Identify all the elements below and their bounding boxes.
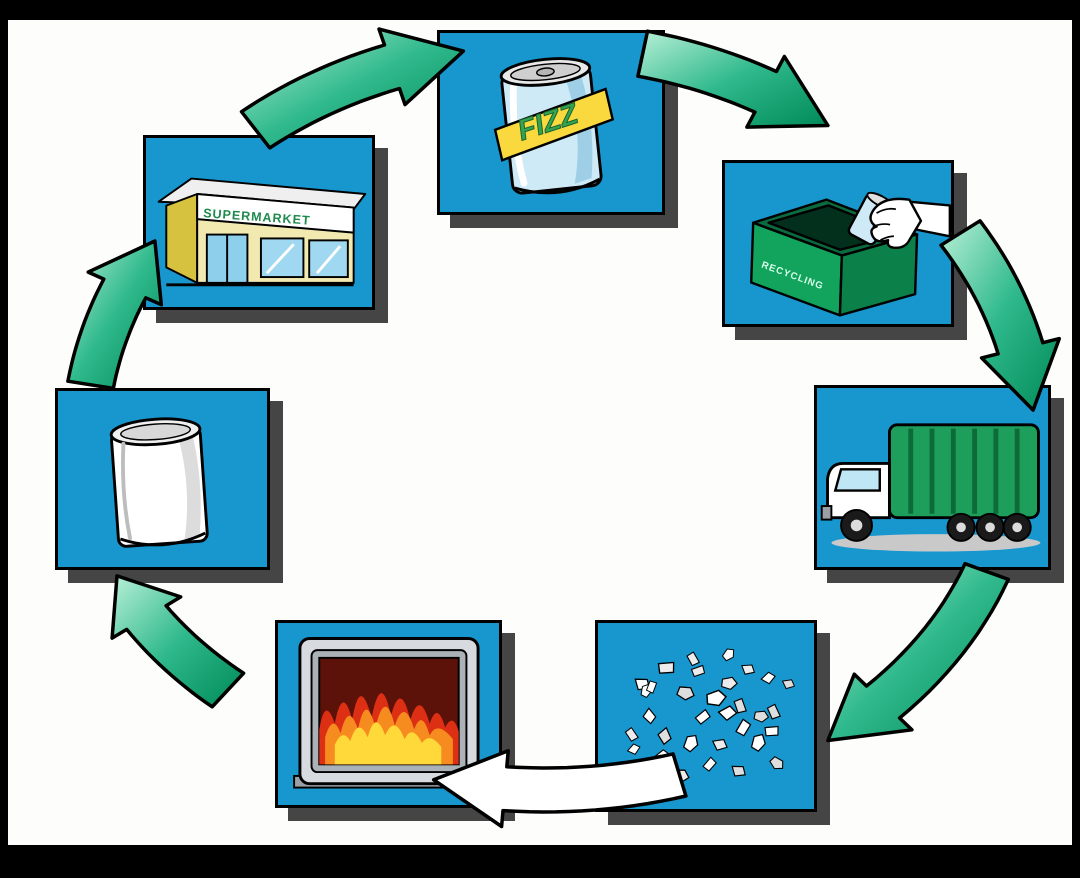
shredded-metal-illustration [623, 646, 796, 787]
furnace-illustration [293, 637, 485, 789]
panel-shredded-metal [595, 620, 817, 812]
arrow-truck-to-shredded [826, 561, 1011, 743]
panel-recycling-bin: RECYCLING [722, 160, 954, 327]
arrow-furnace-to-newcan [110, 574, 246, 709]
supermarket-illustration: SUPERMARKET [157, 177, 367, 287]
arrow-supermarket-to-can [239, 27, 466, 150]
wheels [840, 508, 1032, 542]
panel-new-can [55, 388, 270, 570]
diagram-canvas: SUPERMARKET FIZZ [8, 20, 1072, 845]
new-can-illustration [109, 417, 209, 548]
hand [869, 197, 951, 250]
recycling-bin-illustration: RECYCLING [750, 191, 951, 317]
flames [319, 693, 459, 765]
arrow-bin-to-truck [939, 219, 1062, 412]
collection-truck-illustration [820, 423, 1041, 552]
panel-collection-truck [814, 385, 1051, 570]
arrow-can-to-bin [636, 29, 830, 129]
full-can-illustration: FIZZ [493, 57, 615, 195]
panel-full-can: FIZZ [437, 30, 665, 215]
panel-furnace [275, 620, 502, 808]
panel-supermarket: SUPERMARKET [143, 135, 375, 310]
